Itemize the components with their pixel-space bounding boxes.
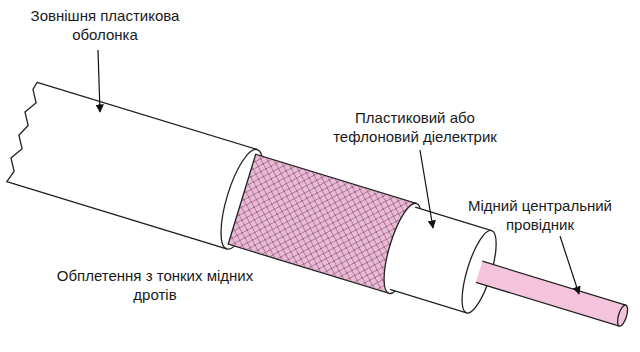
leader-line [420, 150, 433, 228]
leader-line [560, 236, 579, 294]
part-label: Мідний центральний провідник [450, 196, 630, 234]
part-label: Обплетення з тонких мідних дротів [55, 266, 255, 304]
conductor-outline [476, 261, 626, 326]
outer-jacket [4, 81, 257, 249]
conductor-end [616, 304, 630, 327]
leader-line [98, 50, 100, 112]
part-label: Пластиковий або тефлоновий діелектрик [320, 108, 510, 146]
part-label: Зовнішня пластикова оболонка [20, 6, 190, 44]
center-conductor [476, 261, 626, 326]
